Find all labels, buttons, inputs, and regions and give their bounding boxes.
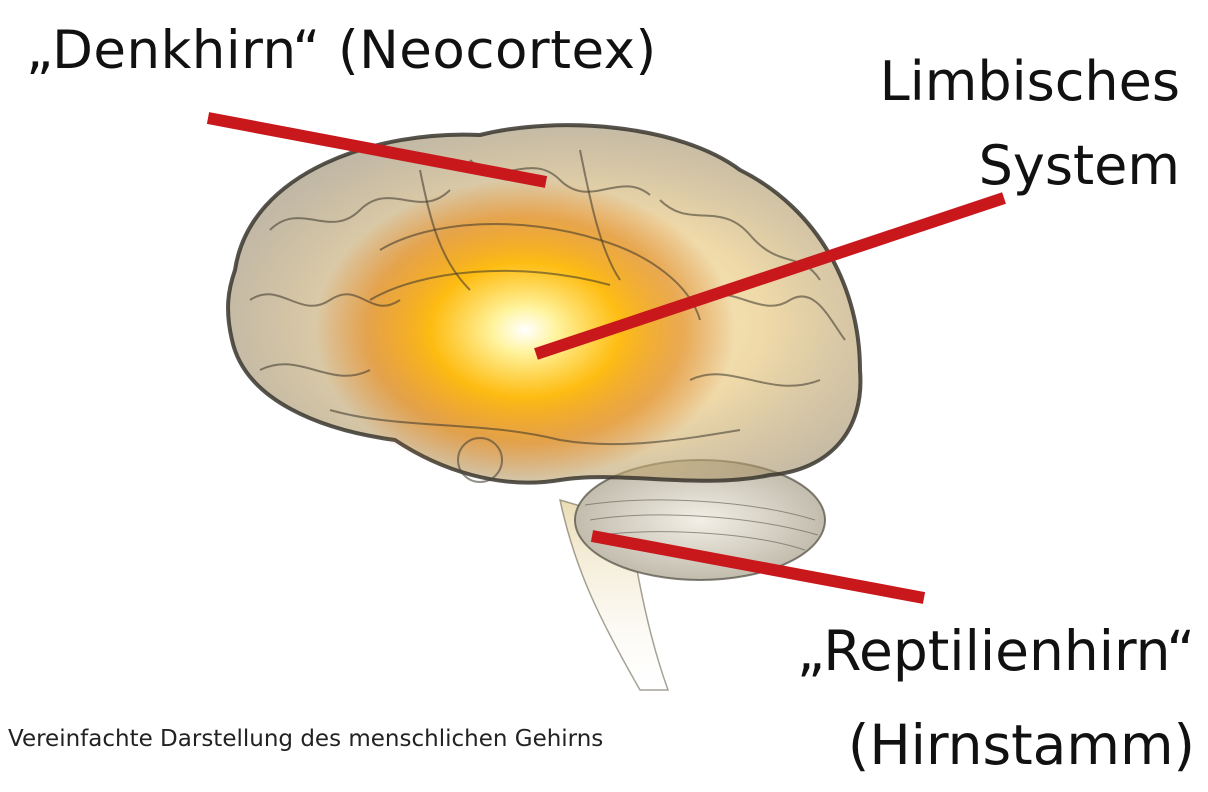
label-reptile-line2: (Hirnstamm) [790, 698, 1195, 792]
label-limbic-line2: System [840, 124, 1180, 208]
label-reptile-brain: „Reptilienhirn“ (Hirnstamm) [790, 604, 1195, 792]
label-limbic-system: Limbisches System [840, 40, 1180, 208]
figure-caption: Vereinfachte Darstellung des menschliche… [8, 726, 603, 752]
label-reptile-line1: „Reptilienhirn“ [790, 604, 1195, 698]
label-limbic-line1: Limbisches [840, 40, 1180, 124]
label-neocortex: „Denkhirn“ (Neocortex) [26, 24, 657, 77]
